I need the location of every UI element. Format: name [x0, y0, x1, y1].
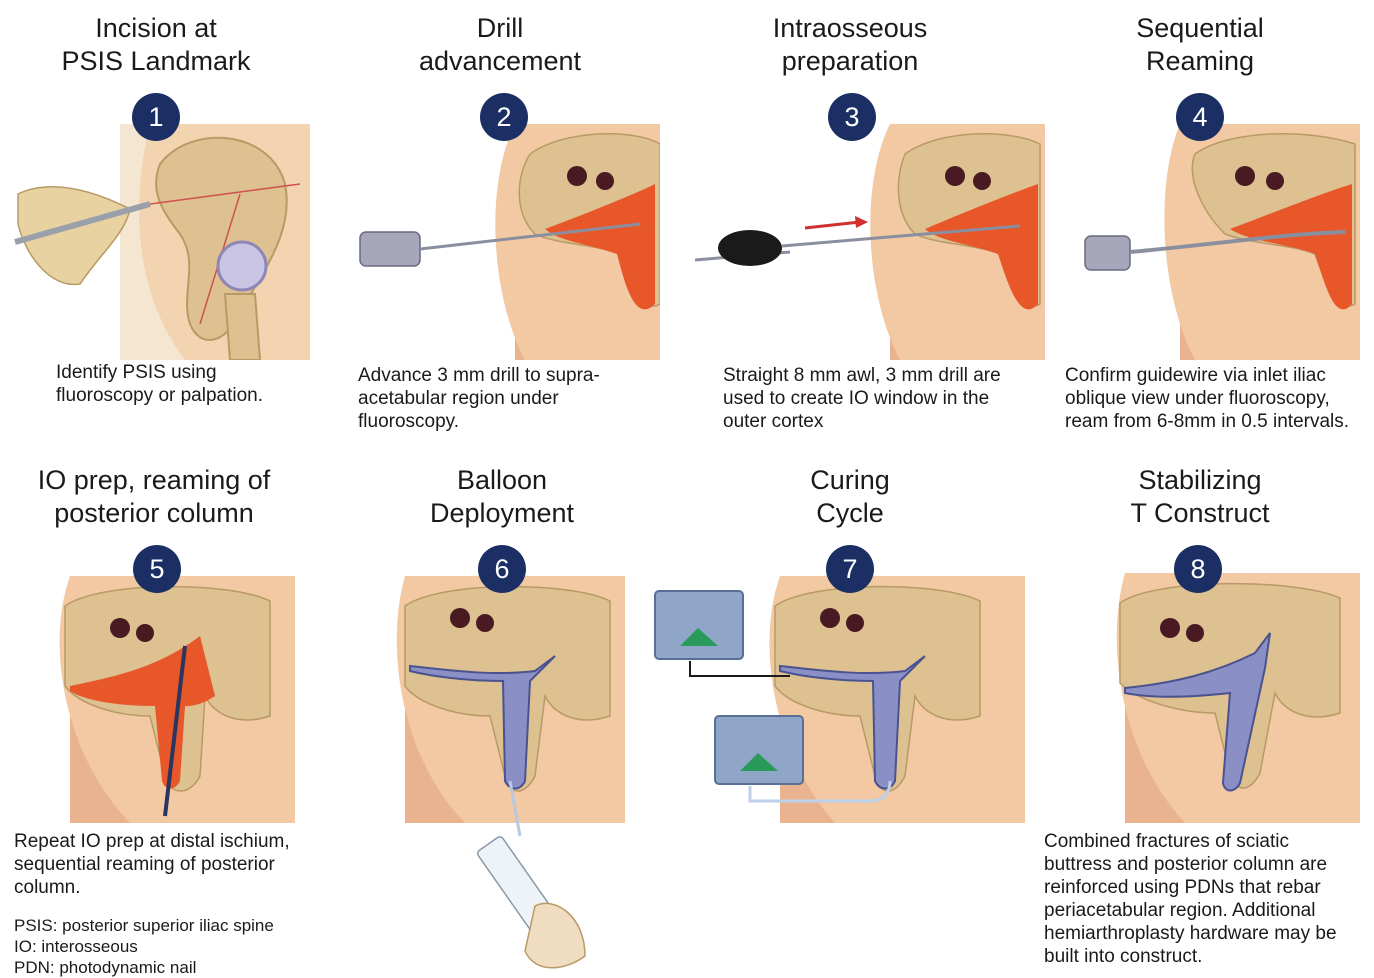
abbreviation-psis: PSIS: posterior superior iliac spine	[14, 915, 274, 936]
step-5-title: IO prep, reaming of posterior column	[14, 464, 294, 530]
step-5-badge: 5	[133, 545, 181, 593]
step-4-illustration	[1080, 124, 1360, 360]
step-6-title: Balloon Deployment	[382, 464, 622, 530]
step-7-illustration	[650, 576, 1025, 826]
step-7-badge: 7	[826, 545, 874, 593]
step-8-title: Stabilizing T Construct	[1080, 464, 1320, 530]
abbreviation-legend: PSIS: posterior superior iliac spine IO:…	[14, 915, 274, 978]
abbreviation-pdn: PDN: photodynamic nail	[14, 957, 274, 978]
step-1-illustration	[10, 124, 310, 360]
step-5-illustration	[40, 576, 295, 823]
step-1-caption: Identify PSIS using fluoroscopy or palpa…	[56, 361, 263, 407]
abbreviation-io: IO: interosseous	[14, 936, 274, 957]
step-2-illustration	[355, 124, 660, 360]
step-3-caption: Straight 8 mm awl, 3 mm drill are used t…	[723, 364, 1001, 433]
step-4-caption: Confirm guidewire via inlet iliac obliqu…	[1065, 364, 1349, 433]
step-6-badge: 6	[478, 545, 526, 593]
step-6-illustration	[385, 576, 625, 976]
step-3-illustration	[690, 124, 1045, 360]
step-8-illustration	[1105, 573, 1360, 823]
step-5-caption: Repeat IO prep at distal ischium, sequen…	[14, 830, 290, 899]
step-2-caption: Advance 3 mm drill to supra- acetabular …	[358, 364, 600, 433]
step-1-title: Incision at PSIS Landmark	[36, 12, 276, 78]
step-7-title: Curing Cycle	[730, 464, 970, 530]
step-8-badge: 8	[1174, 545, 1222, 593]
step-2-title: Drill advancement	[380, 12, 620, 78]
step-8-caption: Combined fractures of sciatic buttress a…	[1044, 830, 1337, 968]
step-2-badge: 2	[480, 93, 528, 141]
step-3-title: Intraosseous preparation	[730, 12, 970, 78]
step-4-badge: 4	[1176, 93, 1224, 141]
step-4-title: Sequential Reaming	[1080, 12, 1320, 78]
step-1-badge: 1	[132, 93, 180, 141]
step-3-badge: 3	[828, 93, 876, 141]
